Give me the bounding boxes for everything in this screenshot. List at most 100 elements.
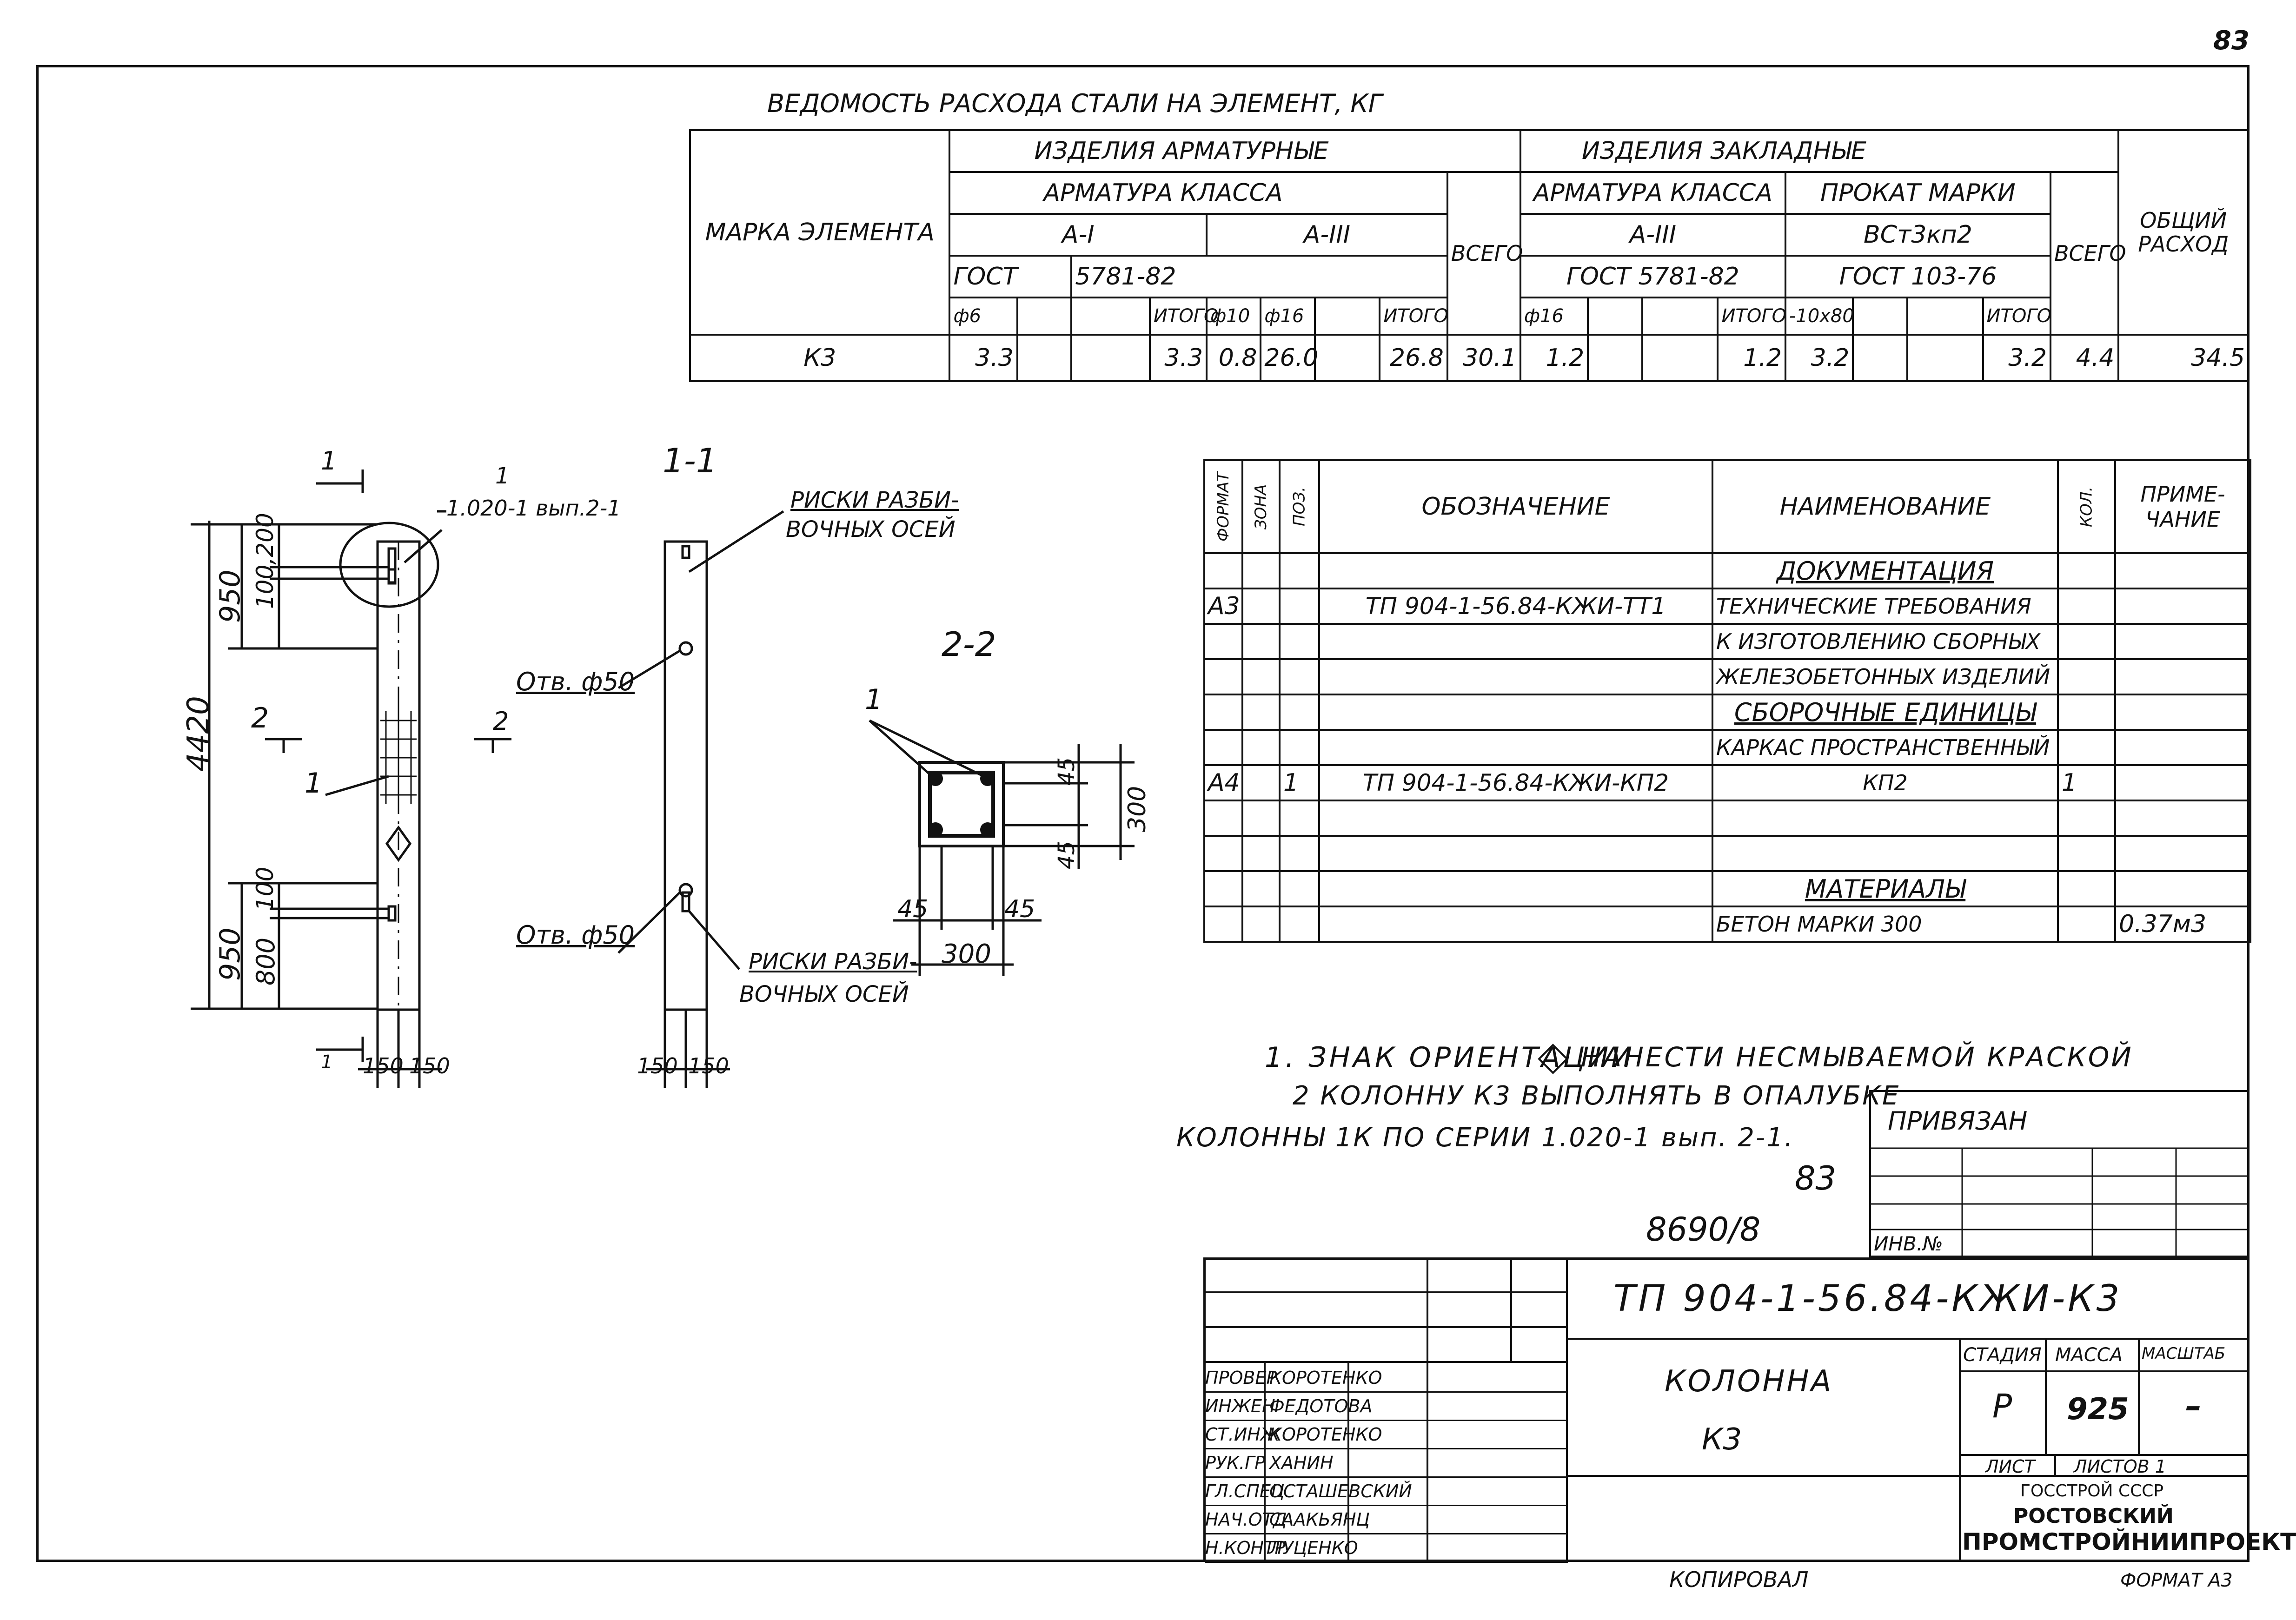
mark-cell: К3 — [689, 334, 951, 382]
spec-cell — [1318, 552, 1713, 589]
spec-cell — [1279, 552, 1320, 589]
doc-name-line1: КОЛОННА — [1665, 1364, 1833, 1399]
leader-1-label: 1 — [305, 767, 323, 800]
handwritten-code: 8690/8 — [1646, 1210, 1761, 1249]
size-cell — [1016, 297, 1073, 336]
binding-box — [1869, 1090, 2250, 1257]
note-line-1a: 1. ЗНАК ОРИЕНТАЦИИ — [1265, 1041, 1635, 1074]
note-line-2: 2 КОЛОННУ К3 ВЫПОЛНЯТЬ В ОПАЛУБКЕ — [1293, 1081, 1900, 1111]
spec-cell — [1318, 800, 1713, 837]
spec-cell — [1318, 870, 1713, 907]
org-line2: РОСТОВСКИЙ — [2013, 1504, 2174, 1528]
value-cell: 30.1 — [1446, 334, 1521, 382]
value-cell: 3.3 — [949, 334, 1018, 382]
steel-table-title: ВЕДОМОСТЬ РАСХОДА СТАЛИ НА ЭЛЕМЕНТ, КГ — [767, 89, 1382, 118]
spec-cell — [1241, 623, 1281, 660]
gost-number: 5781-82 — [1070, 255, 1448, 298]
spec-cell: К ИЗГОТОВЛЕНИЮ СБОРНЫХ — [1712, 623, 2059, 660]
value-cell — [1852, 334, 1908, 382]
spec-cell: А3 — [1203, 588, 1243, 625]
value-cell — [1314, 334, 1381, 382]
sheets-label: ЛИСТОВ 1 — [2074, 1456, 2166, 1477]
size-cell — [1906, 297, 1984, 336]
spec-cell — [1203, 658, 1243, 695]
value-cell: 0.8 — [1206, 334, 1262, 382]
dim-150-b: 150 — [409, 1053, 450, 1078]
staff-name: ХАНИН — [1269, 1453, 1334, 1473]
spec-cell — [1241, 658, 1281, 695]
size-cell — [1070, 297, 1151, 336]
spec-cell: А4 — [1203, 764, 1243, 801]
spec-cell — [1318, 906, 1713, 943]
spec-cell — [1318, 658, 1713, 695]
spec-cell: ТЕХНИЧЕСКИЕ ТРЕБОВАНИЯ — [1712, 588, 2059, 625]
overall-header: ОБЩИЙ РАСХОД — [2117, 129, 2250, 336]
table-row: МАТЕРИАЛЫ — [1203, 870, 2251, 907]
spec-cell: ТП 904-1-56.84-КЖИ-КП2 — [1318, 764, 1713, 801]
binding-title: ПРИВЯЗАН — [1888, 1106, 2028, 1136]
size-cell: ИТОГО — [1379, 297, 1448, 336]
spec-cell — [2057, 906, 2116, 943]
spec-cell — [1203, 906, 1243, 943]
total-header: ВСЕГО — [1446, 171, 1523, 336]
view-1-1-label: 1-1 — [663, 441, 717, 480]
staff-role: ПРОВЕР — [1205, 1368, 1277, 1388]
size-cell: ф6 — [949, 297, 1018, 336]
spec-cell — [1279, 800, 1320, 837]
note-line-3: КОЛОННЫ 1К ПО СЕРИИ 1.020-1 вып. 2-1. — [1176, 1123, 1794, 1153]
page-number: 83 — [2213, 26, 2250, 56]
value-cell: 26.0 — [1260, 334, 1318, 382]
spec-cell — [2057, 800, 2116, 837]
spec-cell — [1203, 729, 1243, 766]
size-cell: -10х80 — [1784, 297, 1854, 336]
org-line3: ПРОМСТРОЙНИИПРОЕКТ — [1962, 1528, 2296, 1555]
title-block — [1203, 1257, 2250, 1562]
spec-cell — [1203, 800, 1243, 837]
hole-bot-label: Отв. ф50 — [516, 920, 635, 950]
spec-cell — [2114, 764, 2251, 801]
staff-role: ИНЖЕН — [1205, 1396, 1275, 1416]
size-cell — [1587, 297, 1643, 336]
spec-cell: ДОКУМЕНТАЦИЯ — [1712, 552, 2059, 589]
cut-1-top: 1 — [321, 446, 337, 476]
spec-cell: 0.37м3 — [2114, 906, 2251, 943]
orientation-diamond — [385, 825, 412, 862]
stage-value: Р — [1992, 1387, 2012, 1425]
spec-header-cell: ОБОЗНАЧЕНИЕ — [1318, 459, 1713, 554]
spec-cell: СБОРОЧНЫЕ ЕДИНИЦЫ — [1712, 694, 2059, 731]
cut-1-bot: 1 — [321, 1051, 333, 1073]
steel-table: МАРКА ЭЛЕМЕНТА ИЗДЕЛИЯ АРМАТУРНЫЕ ИЗДЕЛИ… — [689, 129, 2250, 382]
spec-cell: КАРКАС ПРОСТРАНСТВЕННЫЙ — [1712, 729, 2059, 766]
spec-cell — [1279, 588, 1320, 625]
spec-cell — [1203, 552, 1243, 589]
detail-circle — [339, 522, 439, 608]
staff-name: ЛУЦЕНКО — [1269, 1538, 1358, 1558]
binding-inv: ИНВ.№ — [1874, 1232, 1943, 1255]
spec-cell: МАТЕРИАЛЫ — [1712, 870, 2059, 907]
class-a3: А-III — [1206, 213, 1448, 257]
spec-cell: ЖЕЛЕЗОБЕТОННЫХ ИЗДЕЛИЙ — [1712, 658, 2059, 695]
mass-header: МАССА — [2055, 1344, 2123, 1366]
sheet-label: ЛИСТ — [1985, 1456, 2035, 1477]
spec-cell — [1279, 870, 1320, 907]
spec-cell — [2114, 800, 2251, 837]
spec-cell — [1318, 694, 1713, 731]
value-cell: 26.8 — [1379, 334, 1448, 382]
table-row: ДОКУМЕНТАЦИЯ — [1203, 552, 2251, 589]
spec-cell — [2114, 835, 2251, 872]
size-cell — [1852, 297, 1908, 336]
spec-cell — [1241, 800, 1281, 837]
spec-cell — [1279, 729, 1320, 766]
doc-code: ТП 904-1-56.84-КЖИ-К3 — [1613, 1278, 2123, 1320]
section-leader-label: 1 — [865, 683, 883, 716]
org-line1: ГОССТРОЙ СССР — [2020, 1481, 2164, 1501]
